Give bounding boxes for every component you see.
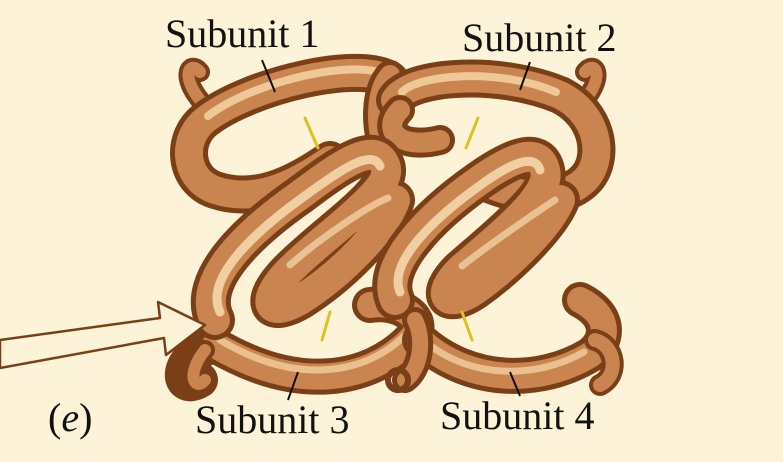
subunit-4-coil bbox=[392, 157, 560, 300]
subunit-3-label: Subunit 3 bbox=[195, 400, 349, 440]
panel-open-paren: ( bbox=[48, 395, 61, 440]
panel-close-paren: ) bbox=[79, 395, 92, 440]
panel-letter-text: e bbox=[61, 395, 79, 440]
subunit-2-label: Subunit 2 bbox=[462, 18, 616, 58]
subunit-4-label: Subunit 4 bbox=[440, 396, 594, 436]
subunit-1-label: Subunit 1 bbox=[165, 14, 319, 54]
panel-letter: (e) bbox=[48, 398, 92, 438]
